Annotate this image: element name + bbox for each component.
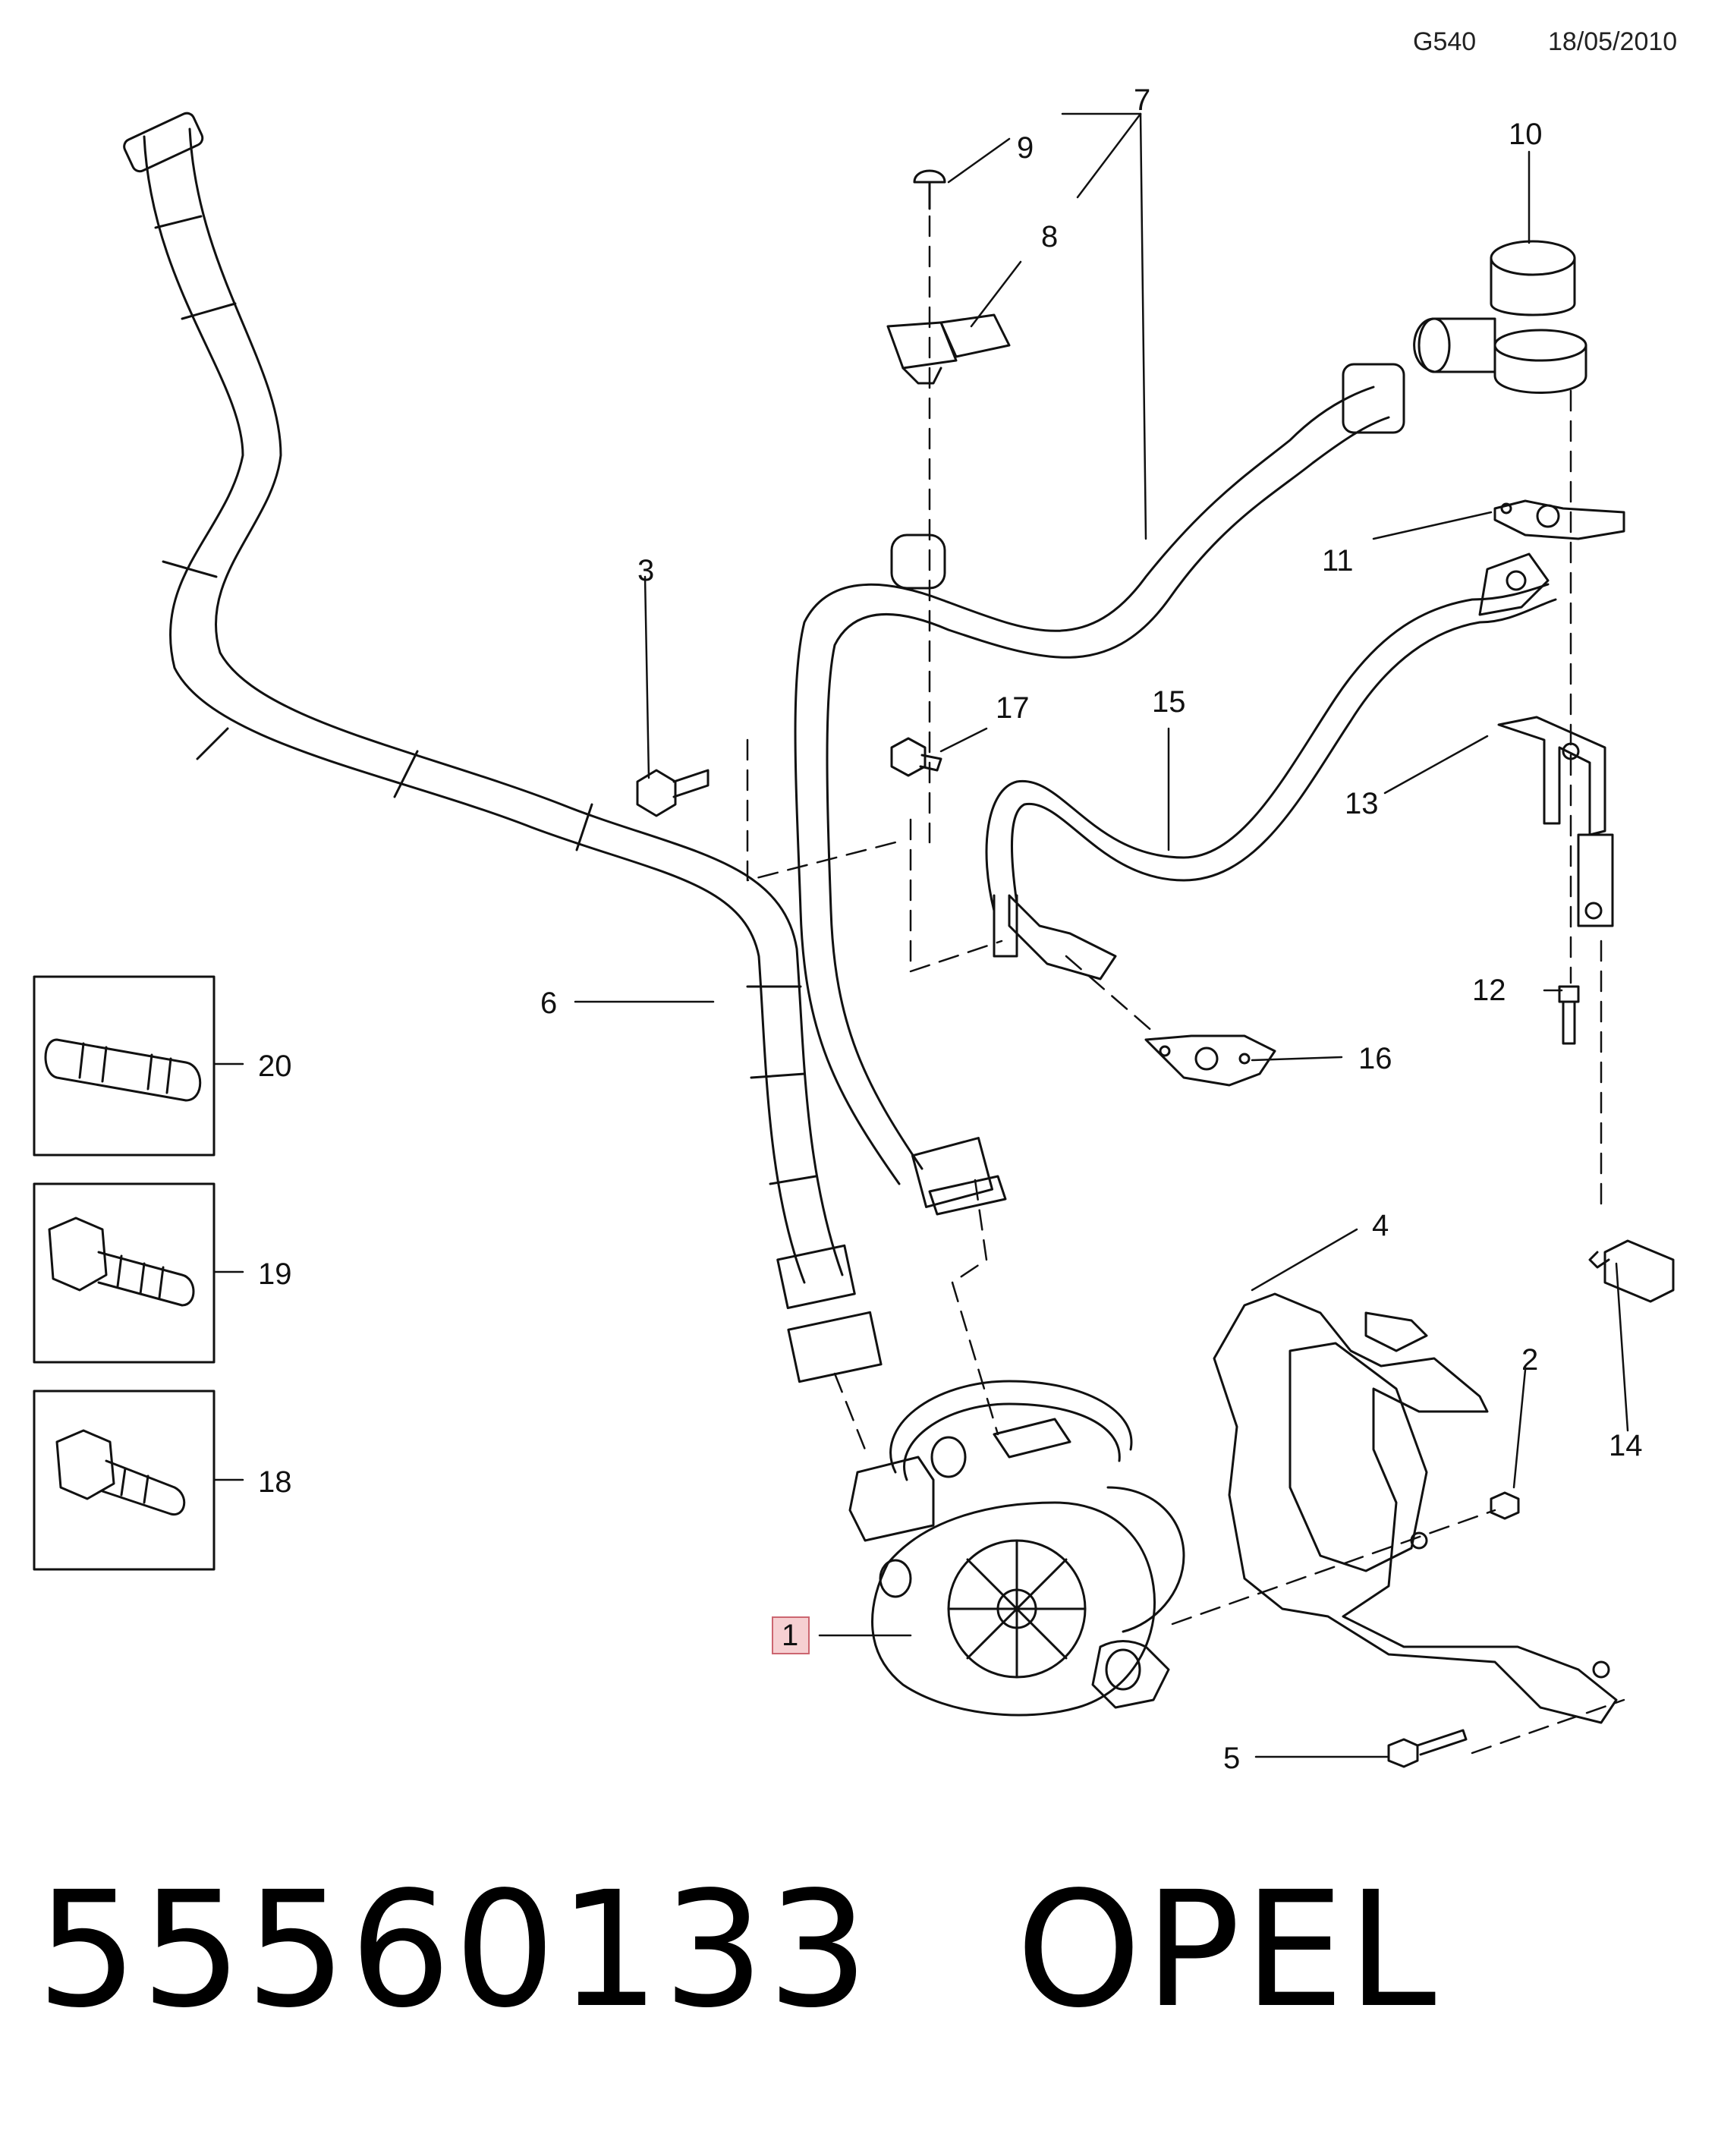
screw-9 [913, 169, 946, 210]
callout-20: 20 [258, 1050, 292, 1083]
bolt-3 [636, 769, 710, 817]
inset-bolt-19 [33, 1182, 216, 1364]
part-number: 55560133 [36, 1857, 872, 2043]
air-pump-1 [848, 1380, 1185, 1717]
callout-14: 14 [1609, 1429, 1643, 1462]
callout-11: 11 [1322, 544, 1354, 578]
inset-bolt-18 [33, 1390, 216, 1571]
callout-9: 9 [1017, 131, 1034, 165]
sensor-8 [886, 313, 1011, 385]
callout-4: 4 [1372, 1209, 1389, 1242]
hose-6 [123, 112, 883, 1383]
callout-16: 16 [1358, 1042, 1392, 1075]
callout-18: 18 [258, 1465, 292, 1499]
gasket-11 [1493, 499, 1625, 540]
bolt-17 [890, 737, 942, 777]
callout-6: 6 [540, 987, 557, 1020]
callout-labels: 1 2 3 4 5 6 7 8 9 10 11 12 13 14 15 16 1… [258, 83, 1643, 1775]
highlight-box-callout-1 [772, 1616, 810, 1654]
nut-2 [1490, 1491, 1520, 1520]
diagram-date: 18/05/2010 [1548, 27, 1678, 56]
screw-5 [1387, 1729, 1468, 1768]
bracket-4 [1213, 1292, 1618, 1724]
brand-name: OPEL [1015, 1857, 1440, 2043]
callout-13: 13 [1345, 787, 1379, 820]
callout-15: 15 [1152, 685, 1186, 719]
callout-2: 2 [1521, 1343, 1538, 1377]
inset-stud-20 [33, 975, 216, 1157]
callout-12: 12 [1472, 974, 1506, 1007]
leader-lines [212, 112, 1629, 1758]
bolt-12 [1558, 985, 1580, 1045]
valve-10 [1413, 240, 1587, 394]
hose-7 [794, 363, 1405, 1216]
callout-10: 10 [1509, 118, 1543, 151]
gasket-16 [1144, 1034, 1276, 1087]
callout-7: 7 [1134, 83, 1150, 117]
bracket-13 [1497, 716, 1614, 927]
callout-1: 1 [782, 1619, 798, 1652]
pipe-15 [985, 552, 1557, 980]
callout-5: 5 [1223, 1742, 1240, 1775]
callout-19: 19 [258, 1257, 292, 1291]
bolt-14 [1588, 1239, 1675, 1303]
callout-8: 8 [1041, 220, 1058, 253]
callout-17: 17 [996, 691, 1030, 725]
callout-3: 3 [637, 554, 654, 587]
assembly-lines [746, 215, 1625, 1755]
page-code: G540 [1413, 27, 1477, 56]
